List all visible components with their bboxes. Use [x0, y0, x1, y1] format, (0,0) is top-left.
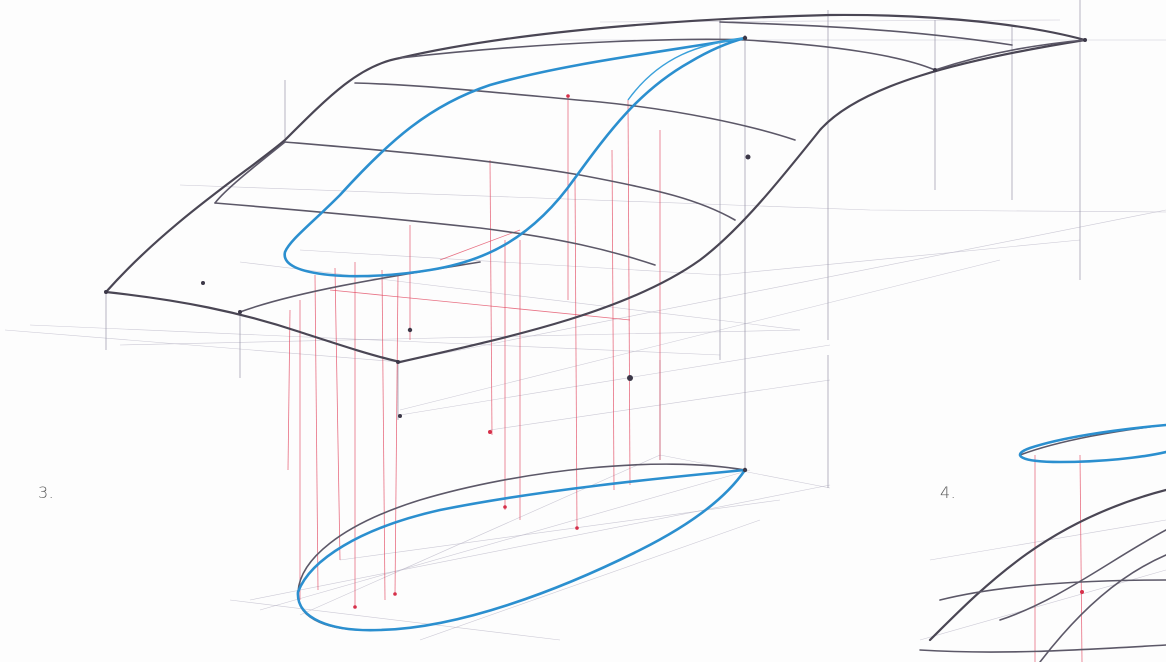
construction-dots	[104, 35, 1087, 609]
partial-sketch	[919, 423, 1166, 662]
plan-teardrop	[296, 463, 747, 632]
projection-lines	[287, 95, 1083, 662]
step-4-label: 4.	[940, 483, 957, 502]
step-3-label: 3.	[38, 483, 55, 502]
construction-lines	[4, 0, 1166, 641]
surface-blue-loop	[283, 36, 747, 278]
main-surface	[104, 13, 1087, 364]
